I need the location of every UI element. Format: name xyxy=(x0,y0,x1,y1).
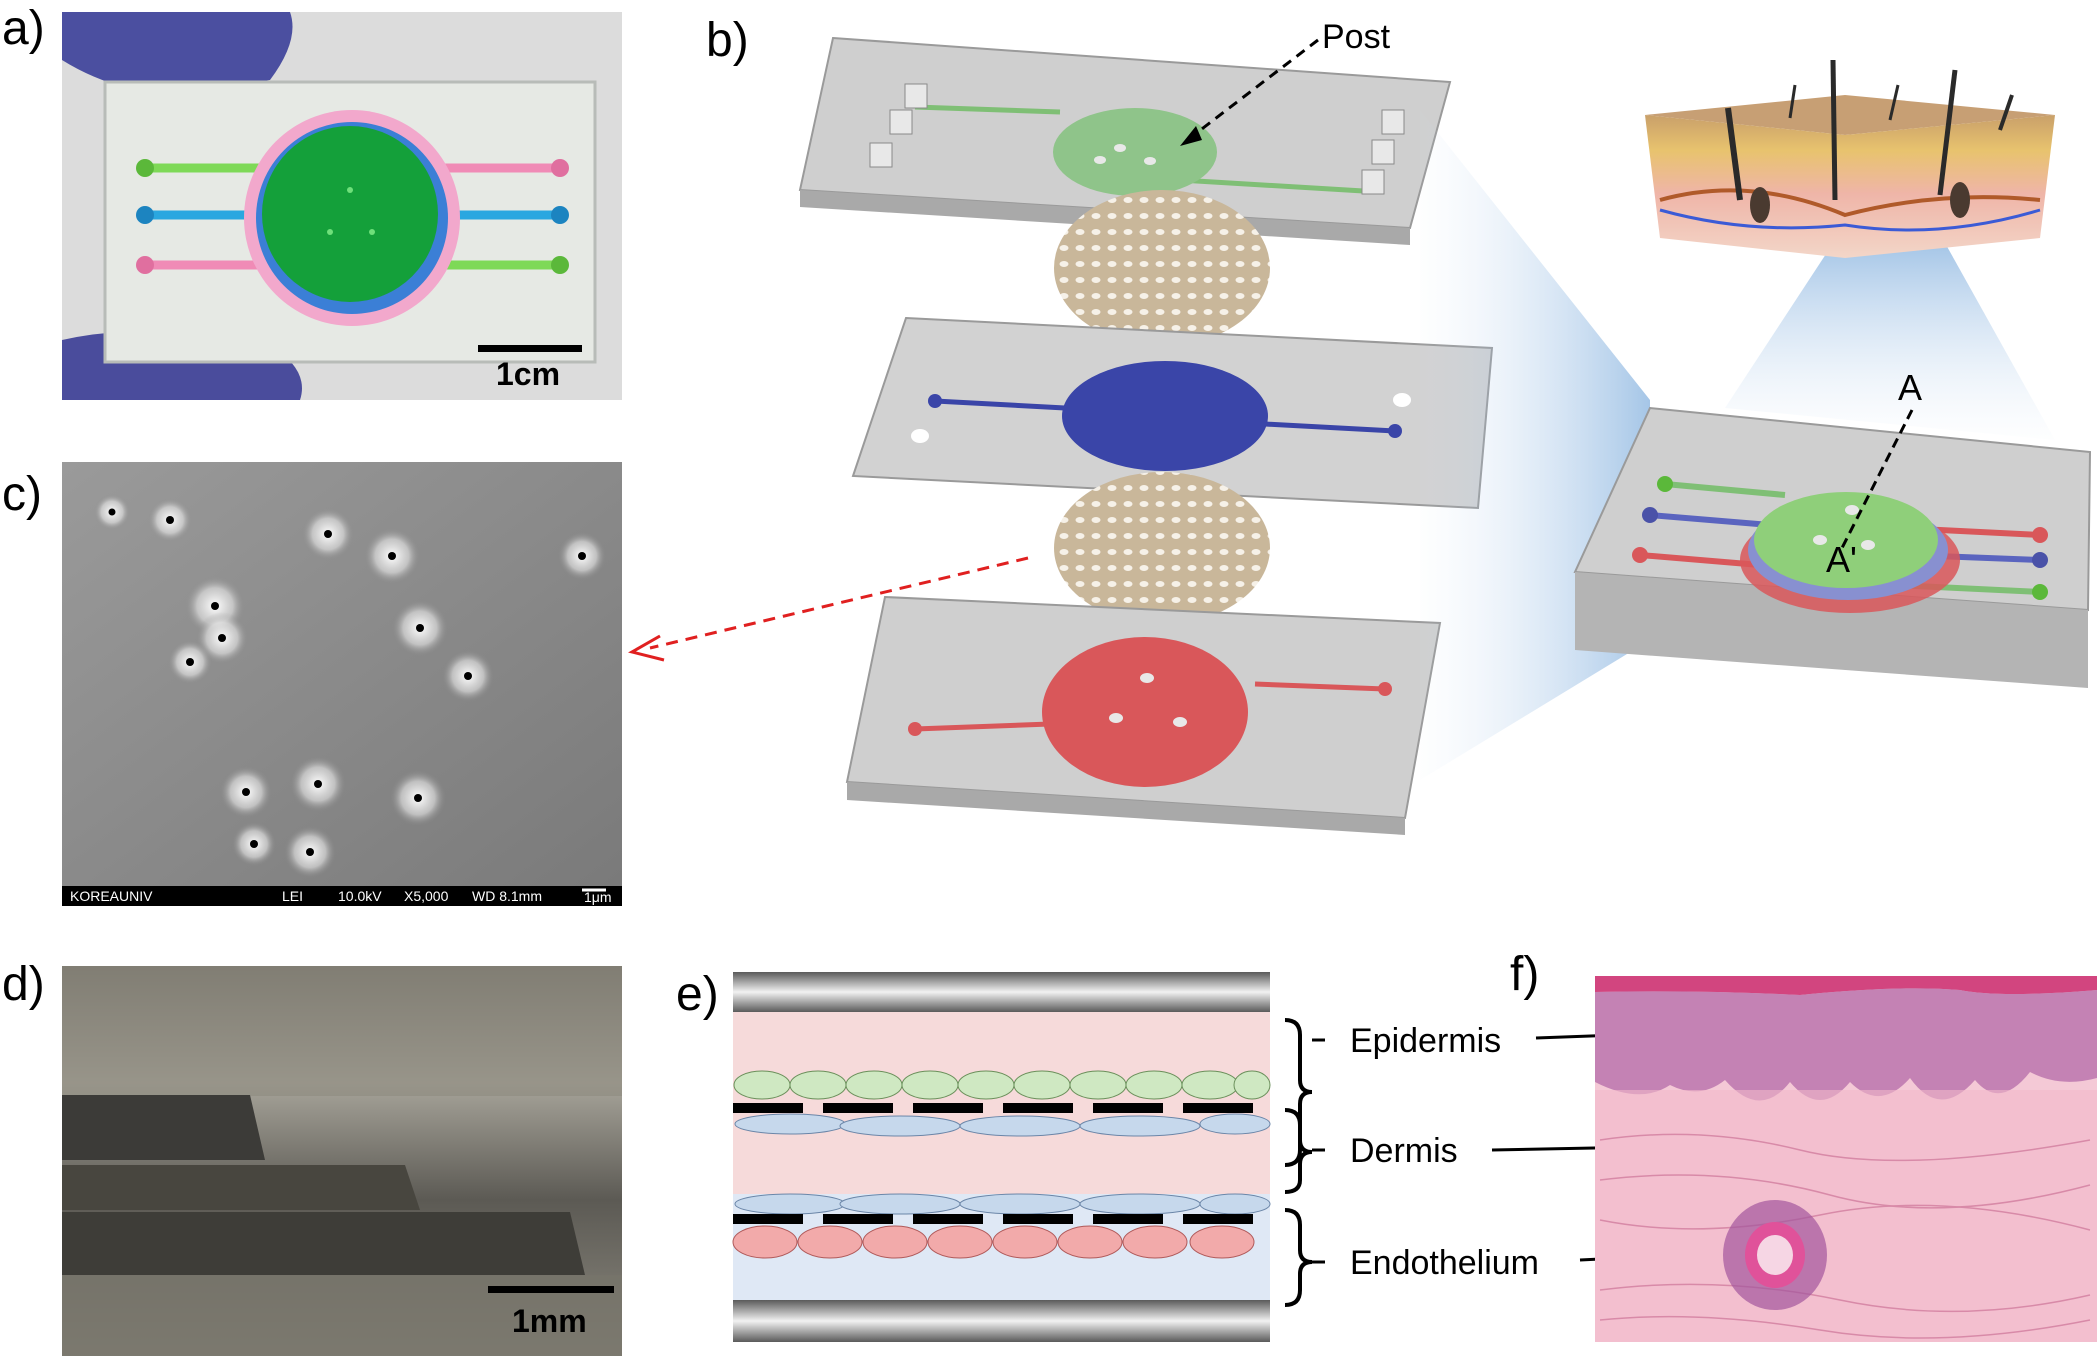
porous-membrane-lower xyxy=(1054,472,1270,624)
chip-layer-green xyxy=(262,126,438,302)
layer-label-dermis: Dermis xyxy=(1350,1132,1458,1170)
post-dot xyxy=(347,187,353,193)
assembled-chip xyxy=(1573,406,2092,688)
post-dot xyxy=(369,229,375,235)
post-dot xyxy=(327,229,333,235)
section-label-top: A xyxy=(1898,367,1922,408)
sem-institution: KOREAUNIV xyxy=(70,888,153,904)
hair-follicle-core xyxy=(1757,1235,1793,1275)
panel-e: e) xyxy=(676,968,1730,1342)
stratum-corneum xyxy=(1595,976,2097,995)
scale-bar-d xyxy=(488,1286,614,1293)
beam-top xyxy=(1725,225,2055,440)
middle-chip-layer xyxy=(851,316,1494,510)
post-label: Post xyxy=(1322,18,1391,56)
sem-footer xyxy=(62,886,622,906)
panel-label-f: f) xyxy=(1510,948,1539,1001)
bottom-chip-layer xyxy=(845,595,1442,835)
brace-epidermis xyxy=(1284,1018,1313,1167)
panel-b: b) Post xyxy=(628,14,2092,835)
scale-label-d: 1mm xyxy=(512,1303,587,1339)
skin-illustration xyxy=(1645,59,2055,258)
membrane-arrowhead xyxy=(628,634,665,662)
panel-label-d: d) xyxy=(2,958,45,1011)
sem-magnification: X5,000 xyxy=(404,888,449,904)
panel-c: c) KOREAUNIV LEI 10.0kV X5,000 WD 8.1mm … xyxy=(2,462,622,906)
layer-label-endothelium: Endothelium xyxy=(1350,1244,1539,1282)
brace-endothelium xyxy=(1284,1208,1313,1307)
dermis-cells-lower xyxy=(734,1193,1271,1215)
panel-label-a: a) xyxy=(2,2,45,55)
post-arrowhead xyxy=(1180,126,1202,146)
panel-label-c: c) xyxy=(2,468,42,521)
sem-mode: LEI xyxy=(282,888,303,904)
sem-voltage: 10.0kV xyxy=(338,888,382,904)
metal-surface-bottom xyxy=(62,1275,622,1356)
membrane-lower xyxy=(733,1214,1253,1224)
glove-top xyxy=(62,12,293,95)
dermis-fibers xyxy=(1599,1133,2091,1339)
sem-scale: 1μm xyxy=(584,889,612,905)
beam-left xyxy=(1420,110,1650,780)
step-3 xyxy=(62,1212,585,1275)
section-label-bottom: A' xyxy=(1826,539,1857,580)
sem-working-distance: WD 8.1mm xyxy=(472,888,542,904)
epidermis-layer xyxy=(1595,988,2097,1101)
panel-label-b: b) xyxy=(706,14,749,67)
porous-membrane-upper xyxy=(1054,190,1270,346)
layer-label-epidermis: Epidermis xyxy=(1350,1022,1501,1060)
panel-label-e: e) xyxy=(676,968,719,1021)
channel-wall-top xyxy=(733,972,1270,1012)
membrane-upper xyxy=(733,1103,1253,1113)
dermis-layer xyxy=(1595,1090,2097,1342)
panel-f: f) xyxy=(1510,948,2097,1342)
membrane-to-sem-arrow xyxy=(649,556,1029,650)
panel-d: d) 1mm xyxy=(2,958,622,1356)
step-1 xyxy=(62,1095,265,1160)
sem-pores xyxy=(94,494,606,878)
dermis-cells-upper xyxy=(734,1113,1271,1137)
scale-label-a: 1cm xyxy=(496,356,560,392)
epidermis-cells xyxy=(733,1070,1271,1100)
panel-a: 1cm a) xyxy=(2,2,622,400)
post-arrow xyxy=(1189,38,1319,140)
channel-wall-bottom xyxy=(733,1300,1270,1342)
section-line xyxy=(1840,409,1914,549)
step-2 xyxy=(62,1165,420,1210)
metal-surface-top xyxy=(62,966,622,1096)
endothelium-cells xyxy=(732,1225,1255,1259)
brace-dermis xyxy=(1284,1108,1313,1194)
scale-bar-a xyxy=(478,345,582,352)
